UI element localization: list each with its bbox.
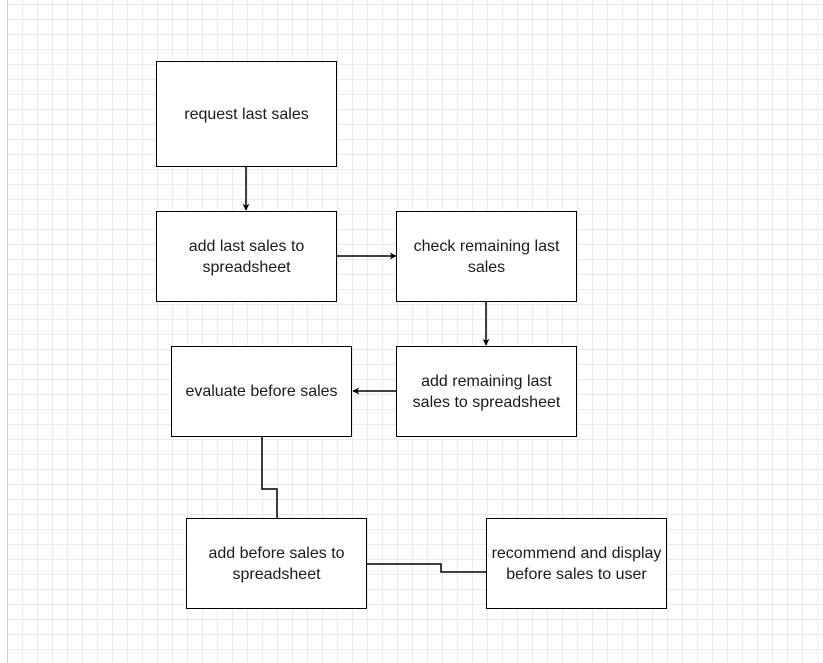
node-label: recommend and display before sales to us… — [491, 544, 662, 583]
node-label: add last sales to spreadsheet — [188, 237, 305, 276]
node-request-last-sales[interactable]: request last sales — [156, 61, 337, 167]
node-label: add before sales to spreadsheet — [208, 544, 345, 583]
node-label: evaluate before sales — [185, 383, 338, 400]
node-label: check remaining last sales — [413, 237, 560, 276]
node-add-before-sales[interactable]: add before sales to spreadsheet — [186, 518, 367, 609]
node-label: add remaining last sales to spreadsheet — [412, 372, 561, 411]
node-recommend-display[interactable]: recommend and display before sales to us… — [486, 518, 667, 609]
node-add-last-sales[interactable]: add last sales to spreadsheet — [156, 211, 337, 302]
edge-evaluate-to-add-before[interactable] — [261, 437, 278, 518]
node-label: request last sales — [184, 105, 309, 123]
node-evaluate-before-sales[interactable]: evaluate before sales — [171, 346, 352, 437]
node-add-remaining-last-sales[interactable]: add remaining last sales to spreadsheet — [396, 346, 577, 437]
node-check-remaining-last-sales[interactable]: check remaining last sales — [396, 211, 577, 302]
canvas-left-edge — [0, 0, 8, 663]
edge-add-before-to-recommend[interactable] — [367, 563, 486, 573]
